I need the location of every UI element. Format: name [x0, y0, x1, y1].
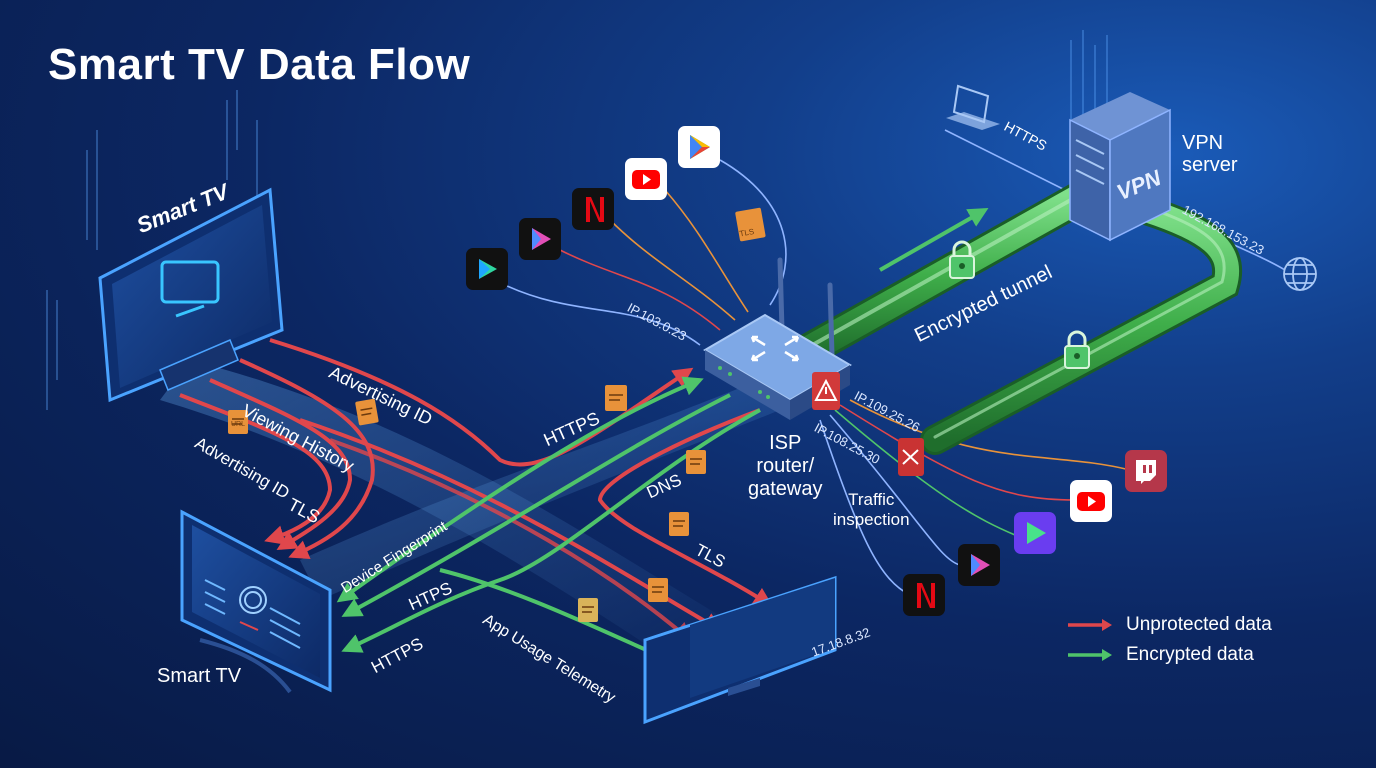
secondary-display [643, 575, 837, 725]
media-player-icon [1014, 512, 1056, 554]
globe-icon [1283, 257, 1317, 291]
shuffle-inspection-icon [898, 438, 924, 476]
doc-tls-text: TLS [739, 227, 755, 238]
legend-label: Unprotected data [1126, 614, 1272, 635]
app-icon-play-app [466, 248, 508, 290]
smart-tv-bottom-device [180, 509, 332, 694]
laptop-icon [946, 84, 1000, 130]
play-store-icon [678, 126, 720, 168]
page-title: Smart TV Data Flow [48, 40, 471, 89]
lock-icon [949, 240, 975, 279]
netflix-icon [903, 574, 945, 616]
warning-icon [812, 372, 840, 410]
binary-rain-decoration [46, 30, 1108, 410]
legend-item-unprotected: Unprotected data [1066, 614, 1272, 636]
app-icon-play-app [958, 544, 1000, 586]
router-label: ISP router/ gateway [748, 432, 823, 500]
smart-tv-bottom-label: Smart TV [157, 665, 242, 687]
legend-item-encrypted: Encrypted data [1066, 644, 1254, 666]
legend-arrow-green-icon [1068, 649, 1112, 661]
vpn-server-device [1069, 92, 1171, 242]
app-cables-right [819, 129, 1286, 596]
doc-url-text: URL [231, 421, 245, 428]
app-cables-top [504, 159, 787, 346]
tunnel-direction-arrow [879, 208, 989, 272]
netflix-icon [572, 188, 614, 230]
lock-icon [1064, 330, 1090, 369]
youtube-icon [625, 158, 667, 200]
document-badge [228, 207, 766, 622]
legend-arrow-red-icon [1068, 619, 1112, 631]
legend-label: Encrypted data [1126, 644, 1254, 665]
traffic-inspection-label: Traffic inspection [833, 490, 910, 530]
vpn-server-label: VPN server [1182, 132, 1238, 176]
twitch-icon [1125, 450, 1167, 492]
smart-tv-top-device [98, 187, 284, 403]
app-icon-video-app [519, 218, 561, 260]
youtube-icon [1070, 480, 1112, 522]
